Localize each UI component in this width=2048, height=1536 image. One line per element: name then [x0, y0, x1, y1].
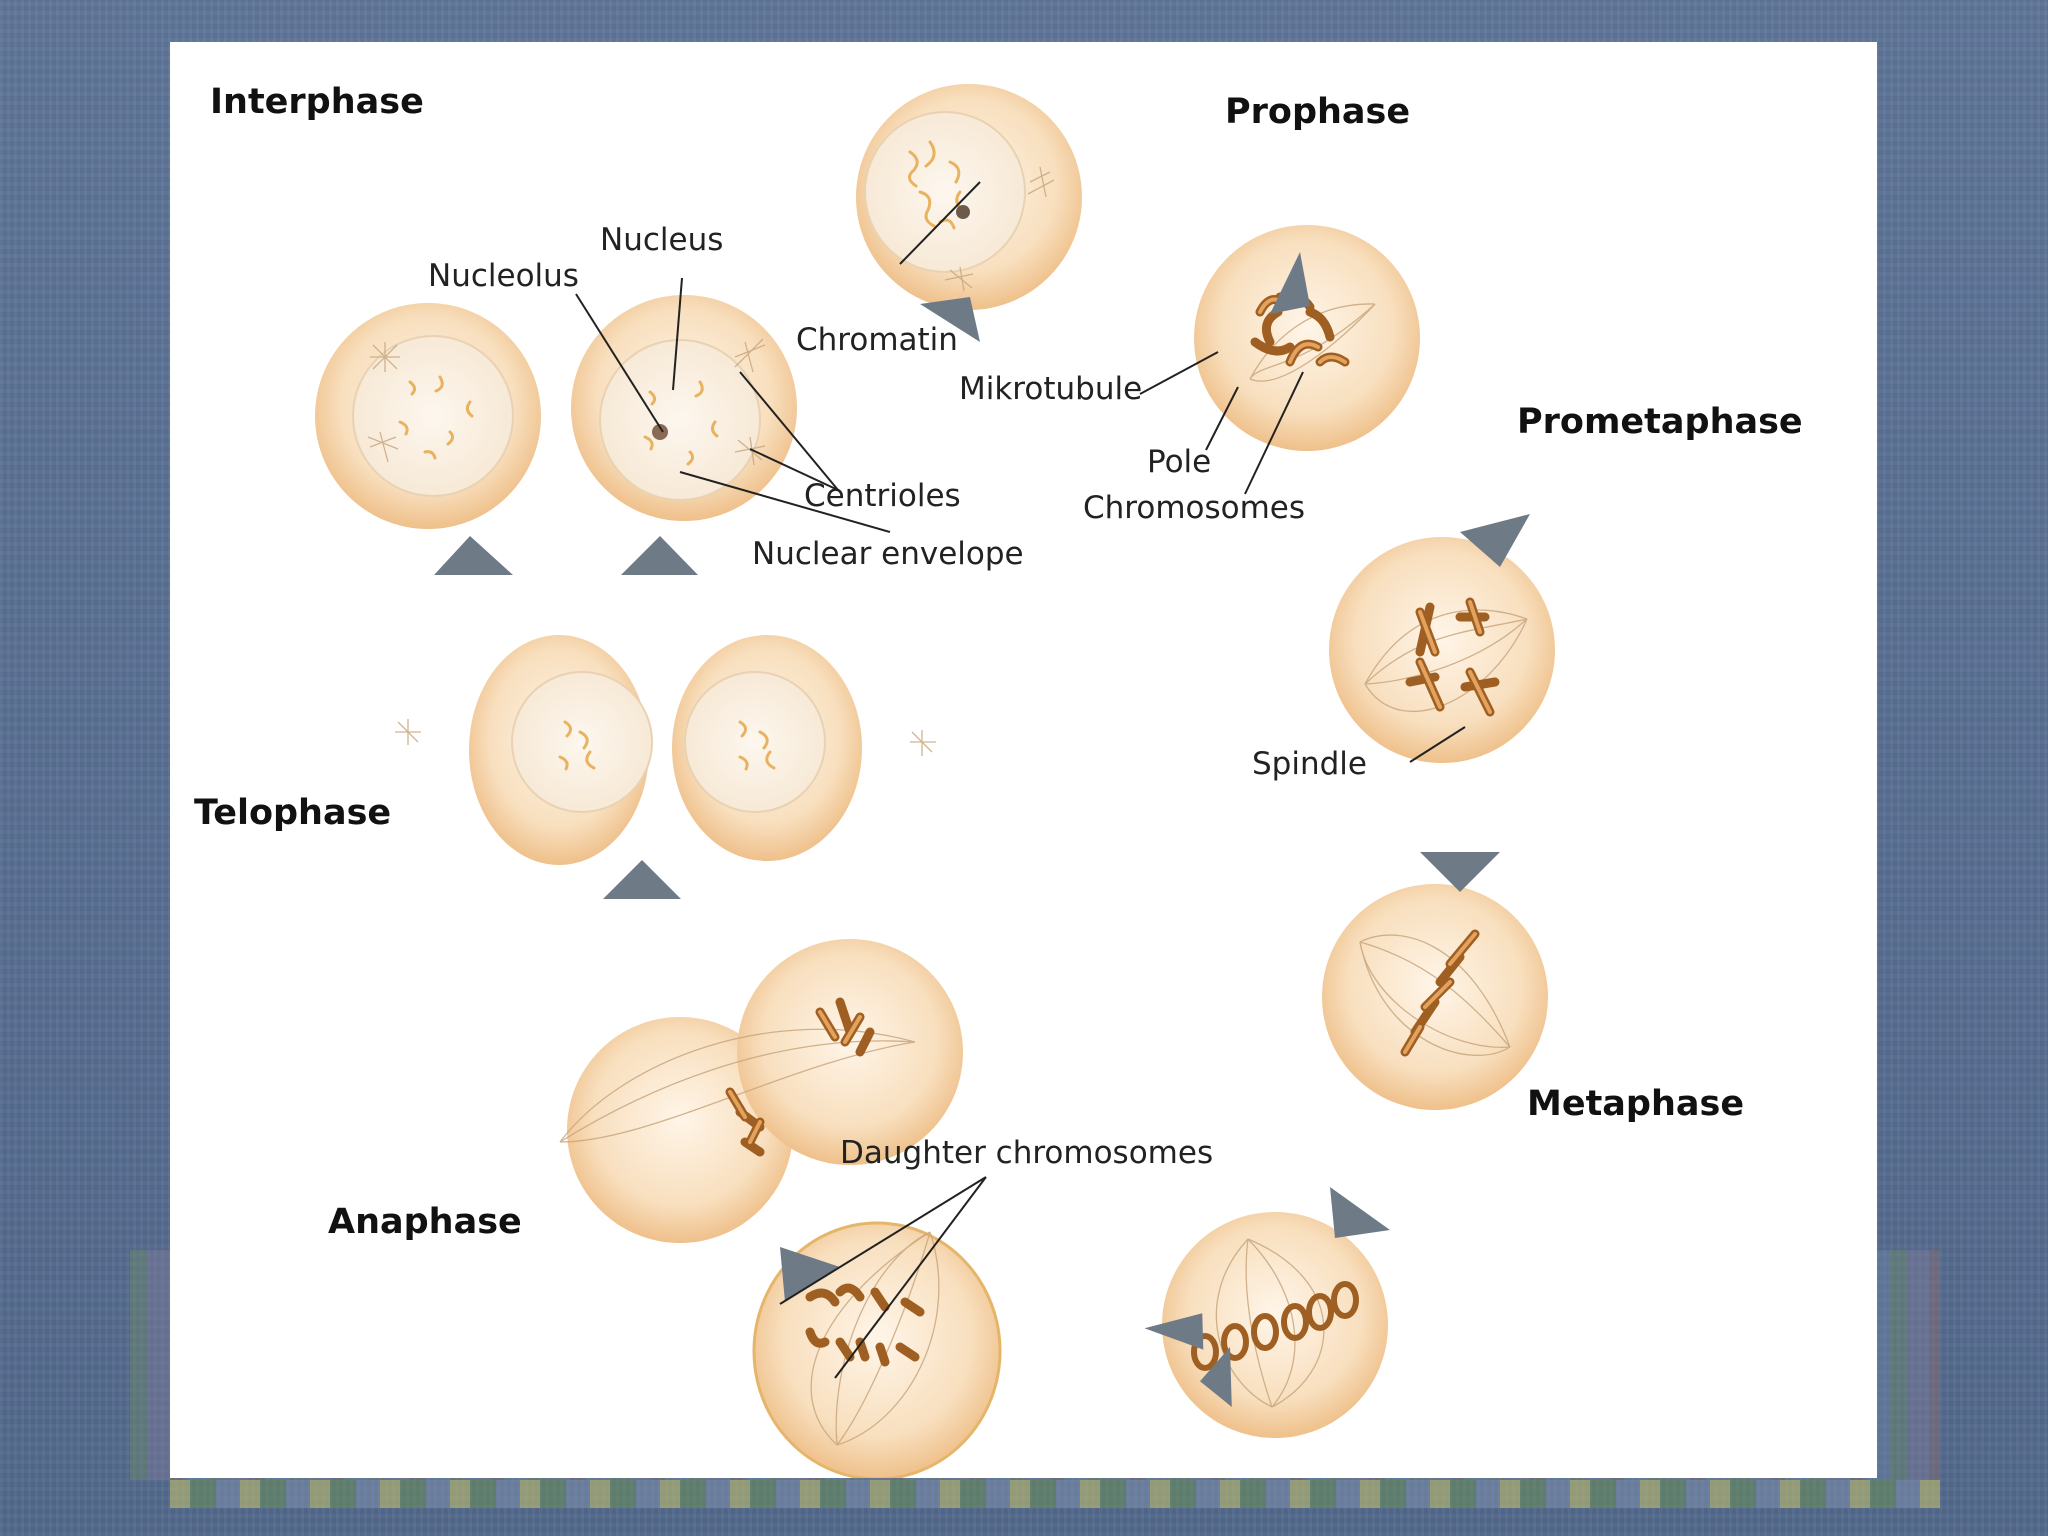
phase-label-anaphase: Anaphase [328, 1202, 522, 1242]
phase-label-prophase: Prophase [1225, 92, 1410, 132]
arrow-icon [1460, 514, 1530, 567]
phase-label-telophase: Telophase [194, 793, 391, 833]
label-nuclear-envelope: Nuclear envelope [752, 536, 1024, 572]
prometaphase-cell-right [1329, 537, 1555, 763]
arrow-icon [1270, 252, 1310, 314]
phase-label-prometaphase: Prometaphase [1517, 402, 1803, 442]
arrow-icon [621, 536, 698, 575]
phase-label-metaphase: Metaphase [1527, 1084, 1744, 1124]
label-centrioles: Centrioles [804, 478, 961, 514]
label-nucleolus: Nucleolus [428, 258, 579, 294]
aligned-chromosomes [1191, 1281, 1359, 1371]
diagram-panel: Interphase Prophase Prometaphase Metapha… [170, 42, 1877, 1478]
label-nucleus: Nucleus [600, 222, 723, 258]
cell-cycle-diagram: Interphase Prophase Prometaphase Metapha… [194, 82, 1803, 1478]
decorative-strip-bottom [170, 1480, 1940, 1508]
anaphase-cell [559, 939, 963, 1243]
interphase-cell-left [315, 303, 541, 529]
label-pole: Pole [1147, 444, 1211, 480]
metaphase-cell [1322, 884, 1548, 1110]
arrow-icon [780, 1247, 840, 1302]
arrow-icon [1144, 1313, 1204, 1350]
anaphase-early-cell [752, 1221, 1002, 1478]
label-daughter-chromosomes: Daughter chromosomes [840, 1135, 1213, 1171]
label-chromosomes: Chromosomes [1083, 490, 1305, 526]
cycle-arrows [434, 252, 1530, 1407]
prometaphase-cell-top [1194, 225, 1420, 451]
label-spindle: Spindle [1252, 746, 1367, 782]
telophase-cell [395, 635, 936, 865]
arrow-icon [1200, 1347, 1232, 1407]
arrow-icon [1330, 1187, 1390, 1238]
arrow-icon [603, 860, 681, 899]
interphase-cell-right [571, 295, 797, 521]
phase-label-interphase: Interphase [210, 82, 424, 122]
nucleolus-mark [652, 424, 668, 440]
leader-lines [575, 181, 1466, 1379]
arrow-icon [920, 297, 980, 342]
centriole-aster [367, 342, 400, 463]
arrow-icon [434, 536, 513, 575]
prophase-cell [856, 84, 1082, 310]
label-chromatin: Chromatin [796, 322, 958, 358]
arrow-icon [1420, 852, 1500, 892]
label-mikrotubule: Mikrotubule [959, 371, 1142, 407]
